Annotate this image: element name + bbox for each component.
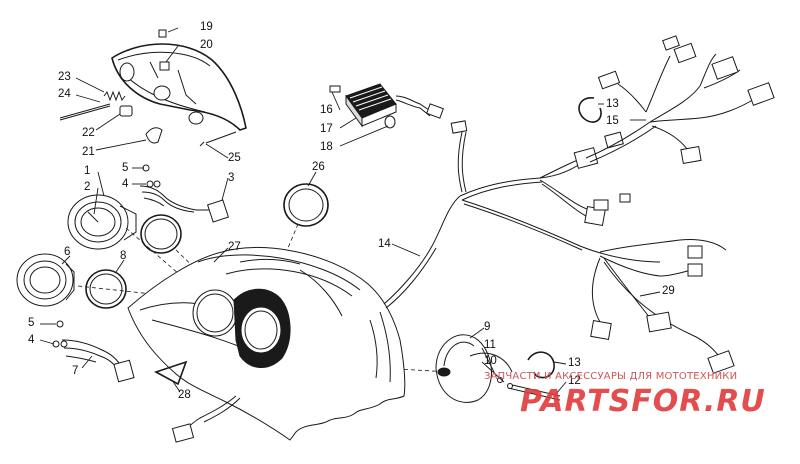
- seal-ring-lower: [85, 269, 127, 309]
- callout-12: 12: [568, 375, 581, 387]
- callout-1: 1: [84, 165, 91, 177]
- gauge-ring: [283, 183, 329, 227]
- callout-2: 2: [84, 181, 91, 193]
- callout-22: 22: [82, 127, 95, 139]
- voltage-regulator: [329, 83, 468, 134]
- callout-26: 26: [312, 161, 325, 173]
- watermark-tagline: ЗАПЧАСТИ И АКСЕССУАРЫ ДЛЯ МОТОТЕХНИКИ: [484, 371, 738, 382]
- gauge-lower-wires: [52, 320, 135, 383]
- callout-11: 11: [484, 339, 496, 351]
- callout-7: 7: [72, 365, 79, 377]
- retaining-ring-upper: [578, 97, 602, 123]
- callout-16: 16: [320, 104, 333, 116]
- callout-14: 14: [378, 238, 391, 250]
- callout-15: 15: [606, 115, 619, 127]
- callout-3: 3: [228, 172, 235, 184]
- triangle-decal: [154, 360, 188, 386]
- callout-13-upper: 13: [606, 98, 619, 110]
- callout-4-lower: 4: [28, 334, 35, 346]
- panel-cable: [171, 395, 241, 443]
- callout-10: 10: [484, 355, 497, 367]
- callout-25: 25: [228, 152, 241, 164]
- callout-4-upper: 4: [122, 178, 129, 190]
- callout-29: 29: [662, 285, 675, 297]
- callout-8: 8: [120, 250, 127, 262]
- callout-5-upper: 5: [122, 162, 129, 174]
- clip-part: [158, 29, 170, 71]
- gauge-upper-wires: [139, 164, 230, 223]
- watermark-logo: PARTSFOR.RU: [520, 384, 766, 419]
- callout-13-lower: 13: [568, 357, 581, 369]
- dash-panel: [127, 246, 406, 441]
- callout-9: 9: [484, 321, 491, 333]
- callout-21: 21: [82, 146, 95, 158]
- wire-harness: [383, 35, 775, 374]
- gauge-upper: [67, 194, 137, 250]
- callout-19: 19: [200, 21, 213, 33]
- gauge-lower: [16, 253, 75, 307]
- spring-and-screw: [59, 90, 126, 121]
- headlight-assembly: [111, 43, 247, 147]
- callout-23: 23: [58, 71, 71, 83]
- callout-6: 6: [64, 246, 71, 258]
- lamp-assembly: [435, 334, 561, 403]
- callout-27: 27: [228, 241, 241, 253]
- callout-17: 17: [320, 123, 333, 135]
- seal-ring-upper: [140, 214, 182, 254]
- callout-18: 18: [320, 141, 333, 153]
- callout-20: 20: [200, 39, 213, 51]
- bulb-and-boot: [119, 105, 163, 144]
- callout-24: 24: [58, 88, 71, 100]
- leader-lines: [39, 27, 661, 395]
- callout-5-lower: 5: [28, 317, 35, 329]
- callout-28: 28: [178, 389, 191, 401]
